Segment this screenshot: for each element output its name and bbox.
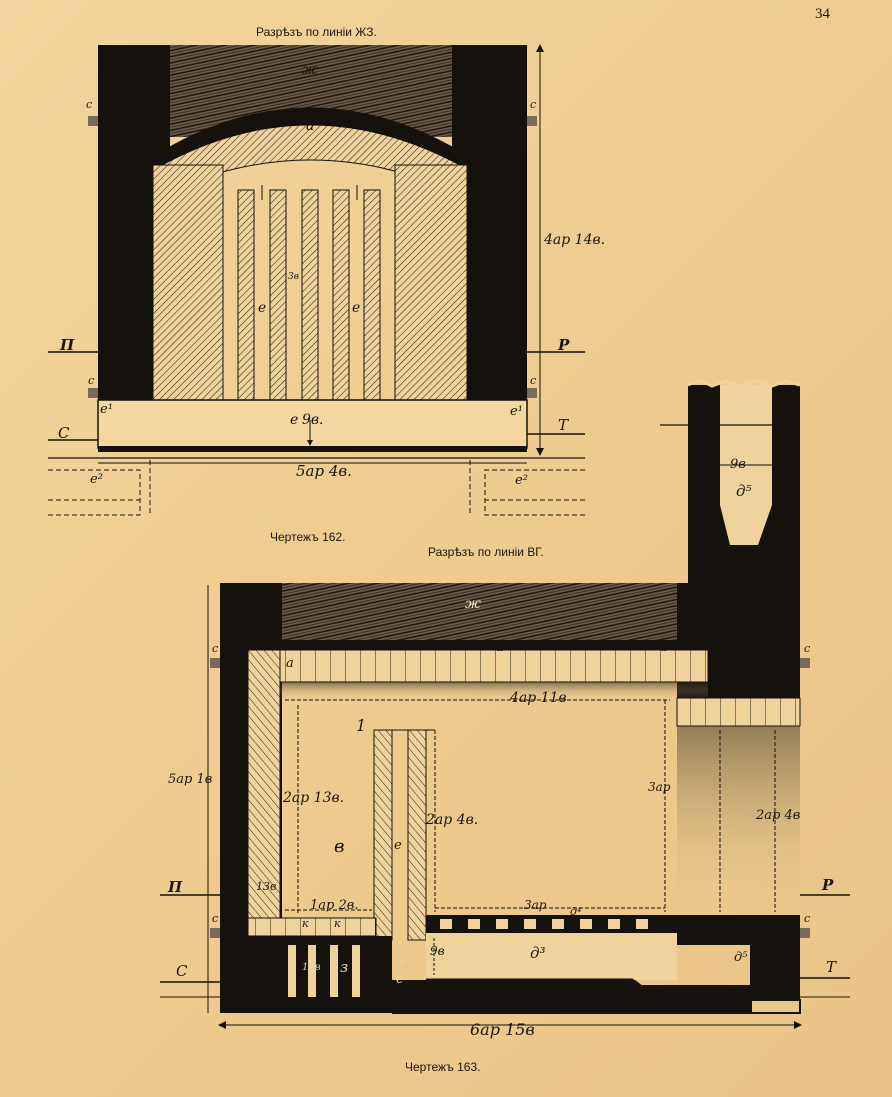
- label-e-bottom: е: [290, 412, 299, 428]
- dim-width-top: 5ар 4в.: [296, 462, 352, 480]
- top-fin: [301, 189, 319, 401]
- dim-total-width: 6ар 15в: [470, 1020, 535, 1039]
- bottom-section-title: Разрѣзъ по линiи ВГ.: [428, 545, 544, 559]
- dim-12v: 12в: [302, 962, 321, 973]
- dim-w1: 1ар 2в.: [310, 898, 359, 913]
- label-e-left: е: [258, 300, 267, 316]
- label-P: П: [60, 336, 75, 354]
- top-inner-right-mass: [394, 164, 468, 401]
- chimney-label: д⁵: [736, 482, 752, 500]
- label-e-low: е: [396, 972, 404, 987]
- top-fin: [332, 189, 350, 401]
- top-caption: Чертежъ 162.: [270, 530, 346, 544]
- label-c: с: [530, 374, 537, 387]
- top-inner-left-mass: [152, 164, 224, 401]
- chimney: [660, 378, 801, 585]
- top-fin: [237, 189, 255, 401]
- dim-h1: 2ар 13в.: [283, 790, 345, 806]
- label-c: с: [212, 642, 219, 655]
- label-T: Т: [558, 416, 569, 434]
- top-drawing: [48, 44, 585, 516]
- chimney-dim: 9в: [730, 457, 746, 472]
- label-c: с: [88, 374, 95, 387]
- top-c-notch: [88, 116, 98, 126]
- dim-inner-width: 4ар 11в: [510, 690, 567, 706]
- label-c: с: [530, 98, 537, 111]
- dim-3v: 3в: [394, 958, 405, 968]
- label-a-mid: а: [496, 640, 504, 655]
- label-e-right: е: [352, 300, 361, 316]
- label-v: в: [334, 836, 345, 857]
- label-c: с: [804, 642, 811, 655]
- dim-13v: 13в: [256, 880, 277, 893]
- top-section-title: Разрѣзъ по линiи ЖЗ.: [256, 25, 377, 39]
- label-z: з: [340, 958, 349, 976]
- label-R: Р: [558, 336, 570, 354]
- top-arch-dark: [155, 107, 467, 165]
- top-c-notch: [88, 388, 98, 398]
- dim-h4: 2ар 4в: [756, 808, 801, 823]
- dim-h2: 2ар 4в.: [426, 812, 479, 828]
- label-c: с: [212, 912, 219, 925]
- dim-small-top: 3в: [288, 272, 299, 282]
- label-c: с: [804, 912, 811, 925]
- top-base-line: [98, 446, 527, 452]
- top-fin: [363, 189, 381, 401]
- dim-9v: 9в: [430, 944, 445, 958]
- label-e2-right: е²: [515, 473, 528, 488]
- bottom-caption: Чертежъ 163.: [405, 1060, 481, 1074]
- dim-total-height: 5ар 1в: [168, 772, 213, 787]
- label-P-bottom: П: [168, 878, 183, 896]
- label-e2-left: е²: [90, 472, 103, 487]
- label-S: С: [58, 424, 70, 442]
- label-d5-bottom: д⁵: [734, 950, 748, 965]
- label-e1-right: е¹: [510, 404, 523, 419]
- arrow-label: 1: [356, 716, 367, 735]
- label-zh-bottom: ж: [465, 596, 481, 612]
- page-number: 34: [815, 6, 830, 22]
- label-k: к: [334, 917, 341, 930]
- label-a2: а²: [660, 640, 672, 654]
- bottom-drawing: [160, 583, 850, 1029]
- dim-slot-top: 9в.: [302, 412, 324, 428]
- label-k: к: [302, 917, 309, 930]
- top-fin: [269, 189, 287, 401]
- dim-w2: 3ар: [524, 898, 547, 912]
- label-e1-left: е¹: [100, 402, 113, 417]
- label-e-mid: е: [394, 838, 402, 853]
- label-T-bottom: Т: [826, 958, 837, 976]
- label-a-top: а: [306, 118, 315, 134]
- label-d3: д³: [530, 944, 546, 962]
- label-zh-top: ж: [302, 62, 318, 78]
- label-d4: д⁴: [570, 905, 582, 918]
- dim-h3: 3ар: [648, 780, 671, 794]
- dim-height-top: 4ар 14в.: [544, 232, 606, 248]
- top-c-notch: [527, 388, 537, 398]
- top-c-notch: [527, 116, 537, 126]
- label-a-left: а: [286, 656, 294, 671]
- label-R-bottom: Р: [822, 876, 834, 894]
- label-S-bottom: С: [176, 962, 188, 980]
- label-c: с: [86, 98, 93, 111]
